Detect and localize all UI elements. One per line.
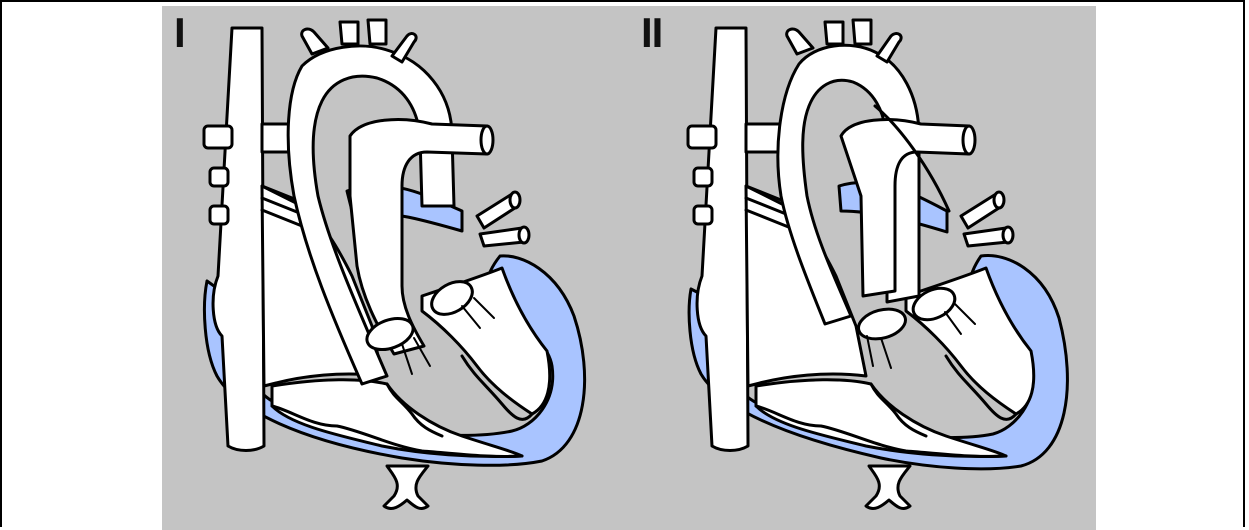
pulmonary-vein-right-2 xyxy=(964,228,1008,246)
aortic-branch-3 xyxy=(368,20,386,44)
heart-diagram-i xyxy=(162,6,629,530)
aortic-branch-4 xyxy=(392,34,416,62)
pulmonary-trunk-opening xyxy=(481,126,493,154)
aortic-branch-2 xyxy=(825,22,843,44)
pulmonary-vein-left-3 xyxy=(210,206,228,224)
pulmonary-vein-left-3 xyxy=(694,206,712,224)
superior-vena-cava xyxy=(697,28,748,451)
pulmonary-vein-left-2 xyxy=(210,168,228,186)
aortic-branch-1 xyxy=(787,29,813,54)
panel-ii: II xyxy=(629,6,1096,530)
pulmonary-vein-left-2 xyxy=(694,168,712,186)
pulmonary-trunk-opening xyxy=(963,126,975,154)
aortic-branch-4 xyxy=(877,34,901,62)
superior-vena-cava xyxy=(213,28,264,451)
aortic-branch-3 xyxy=(853,20,871,44)
aortic-valve xyxy=(855,304,909,343)
inferior-vena-cava xyxy=(384,466,428,508)
pulmonary-vein-left-1 xyxy=(688,126,716,148)
pulmonary-vein-right-2 xyxy=(480,228,524,246)
aortic-branch-2 xyxy=(340,22,358,44)
heart-diagram-ii xyxy=(629,6,1096,530)
pulmonary-vein-left-1 xyxy=(204,126,232,148)
aortic-branch-1 xyxy=(302,29,328,54)
panel-i: I xyxy=(162,6,629,530)
inferior-vena-cava xyxy=(866,466,910,508)
